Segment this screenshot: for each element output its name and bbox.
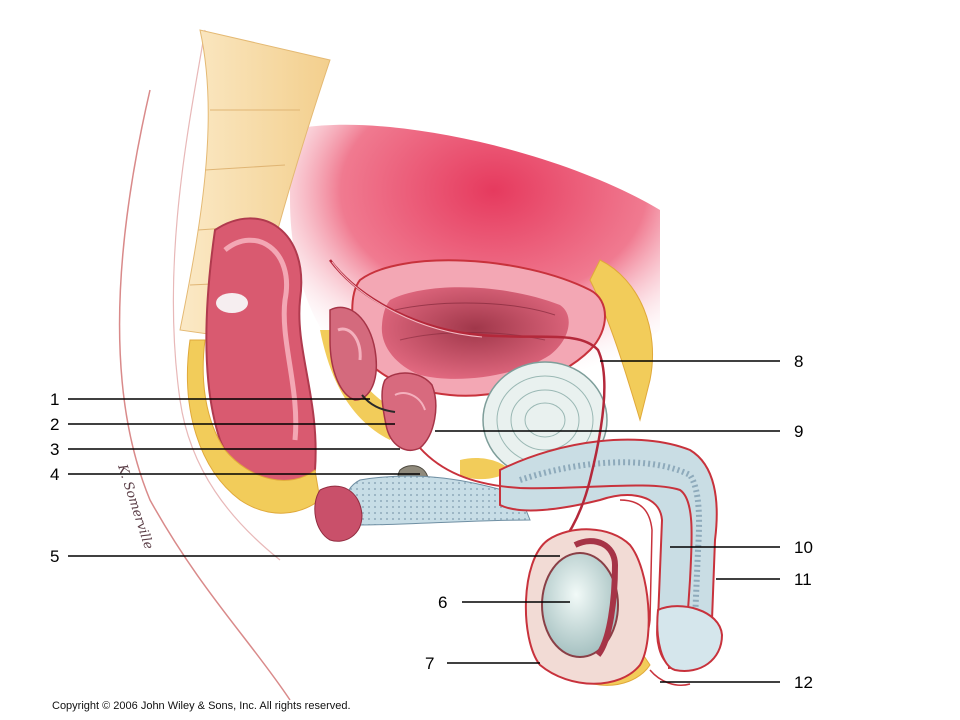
skin-lower-back [172, 29, 281, 561]
label-12: 12 [794, 673, 813, 692]
ejaculatory-duct [361, 394, 396, 413]
rectum [205, 217, 317, 488]
label-4: 4 [50, 465, 59, 484]
label-6: 6 [438, 593, 447, 612]
anal-sphincter [314, 485, 363, 542]
copyright-notice: Copyright © 2006 John Wiley & Sons, Inc.… [52, 700, 351, 712]
testis [541, 552, 619, 658]
label-10: 10 [794, 538, 813, 557]
label-8: 8 [794, 352, 803, 371]
prepuce [649, 669, 691, 686]
label-5: 5 [50, 547, 59, 566]
glans-penis [656, 605, 724, 672]
artist-signature: K. Somerville [114, 462, 156, 552]
label-1: 1 [50, 390, 59, 409]
ductus-deferens [329, 259, 606, 557]
epididymis [573, 538, 619, 657]
label-11: 11 [794, 570, 812, 589]
label-2: 2 [50, 415, 59, 434]
label-9: 9 [794, 422, 803, 441]
label-3: 3 [50, 440, 59, 459]
seminal-vesicle [329, 306, 377, 401]
number-labels: 1 2 3 4 5 6 7 8 9 10 11 12 [50, 352, 813, 692]
leader-lines [68, 360, 780, 683]
label-7: 7 [425, 654, 434, 673]
